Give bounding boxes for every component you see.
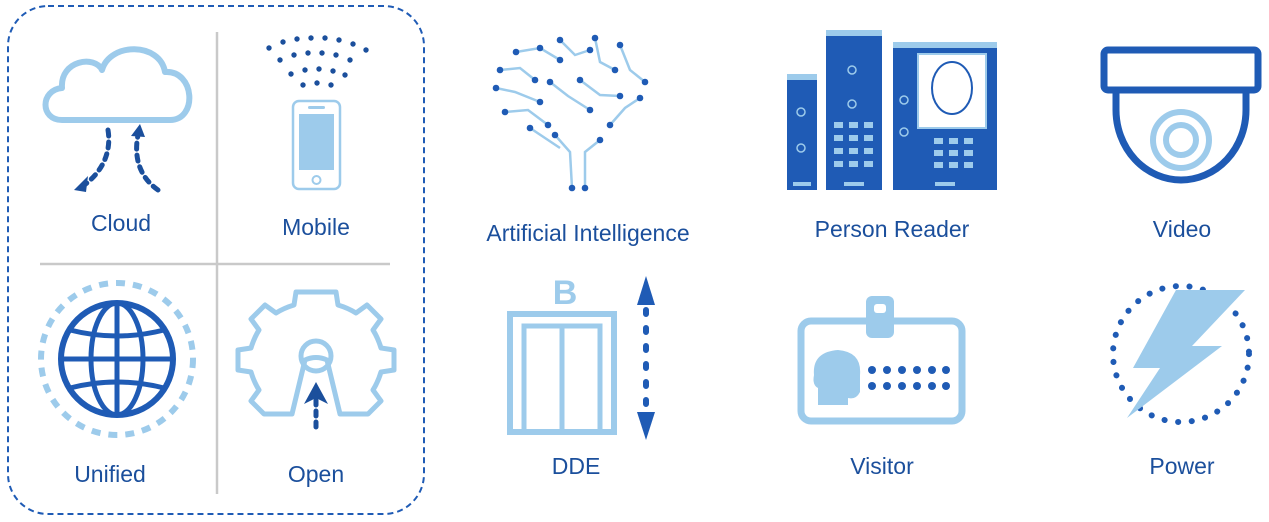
video-tile: Video <box>1100 46 1262 242</box>
person-reader-icon <box>787 30 997 190</box>
cloud-sync-icon <box>42 46 193 193</box>
unified-label: Unified <box>74 461 146 487</box>
person-reader-tile: Person Reader <box>787 30 997 242</box>
cloud-tile: Cloud <box>42 46 193 236</box>
dde-label: DDE <box>552 453 601 479</box>
mobile-tile: Mobile <box>266 35 369 240</box>
elevator-icon: B <box>507 274 655 440</box>
visitor-label: Visitor <box>850 453 914 479</box>
mobile-phone-icon <box>266 35 369 191</box>
open-label: Open <box>288 461 344 487</box>
video-label: Video <box>1153 216 1211 242</box>
unified-tile: Unified <box>38 280 196 487</box>
person-reader-label: Person Reader <box>815 216 970 242</box>
ai-tile: Artificial Intelligence <box>486 34 690 246</box>
power-bolt-icon <box>1110 283 1252 425</box>
ai-label: Artificial Intelligence <box>486 220 689 246</box>
dome-camera-icon <box>1100 46 1262 184</box>
core-features-frame <box>7 5 425 515</box>
open-tile: Open <box>235 289 397 487</box>
power-tile: Power <box>1110 283 1252 479</box>
visitor-badge-icon <box>797 296 966 425</box>
mobile-label: Mobile <box>282 214 350 240</box>
ai-brain-icon <box>492 34 649 192</box>
power-label: Power <box>1149 453 1215 479</box>
dde-tile: B DDE <box>507 274 655 479</box>
globe-icon <box>38 280 196 438</box>
visitor-tile: Visitor <box>797 296 966 479</box>
open-gear-icon <box>235 289 397 435</box>
elevator-floor-letter: B <box>553 274 578 312</box>
cloud-label: Cloud <box>91 210 151 236</box>
